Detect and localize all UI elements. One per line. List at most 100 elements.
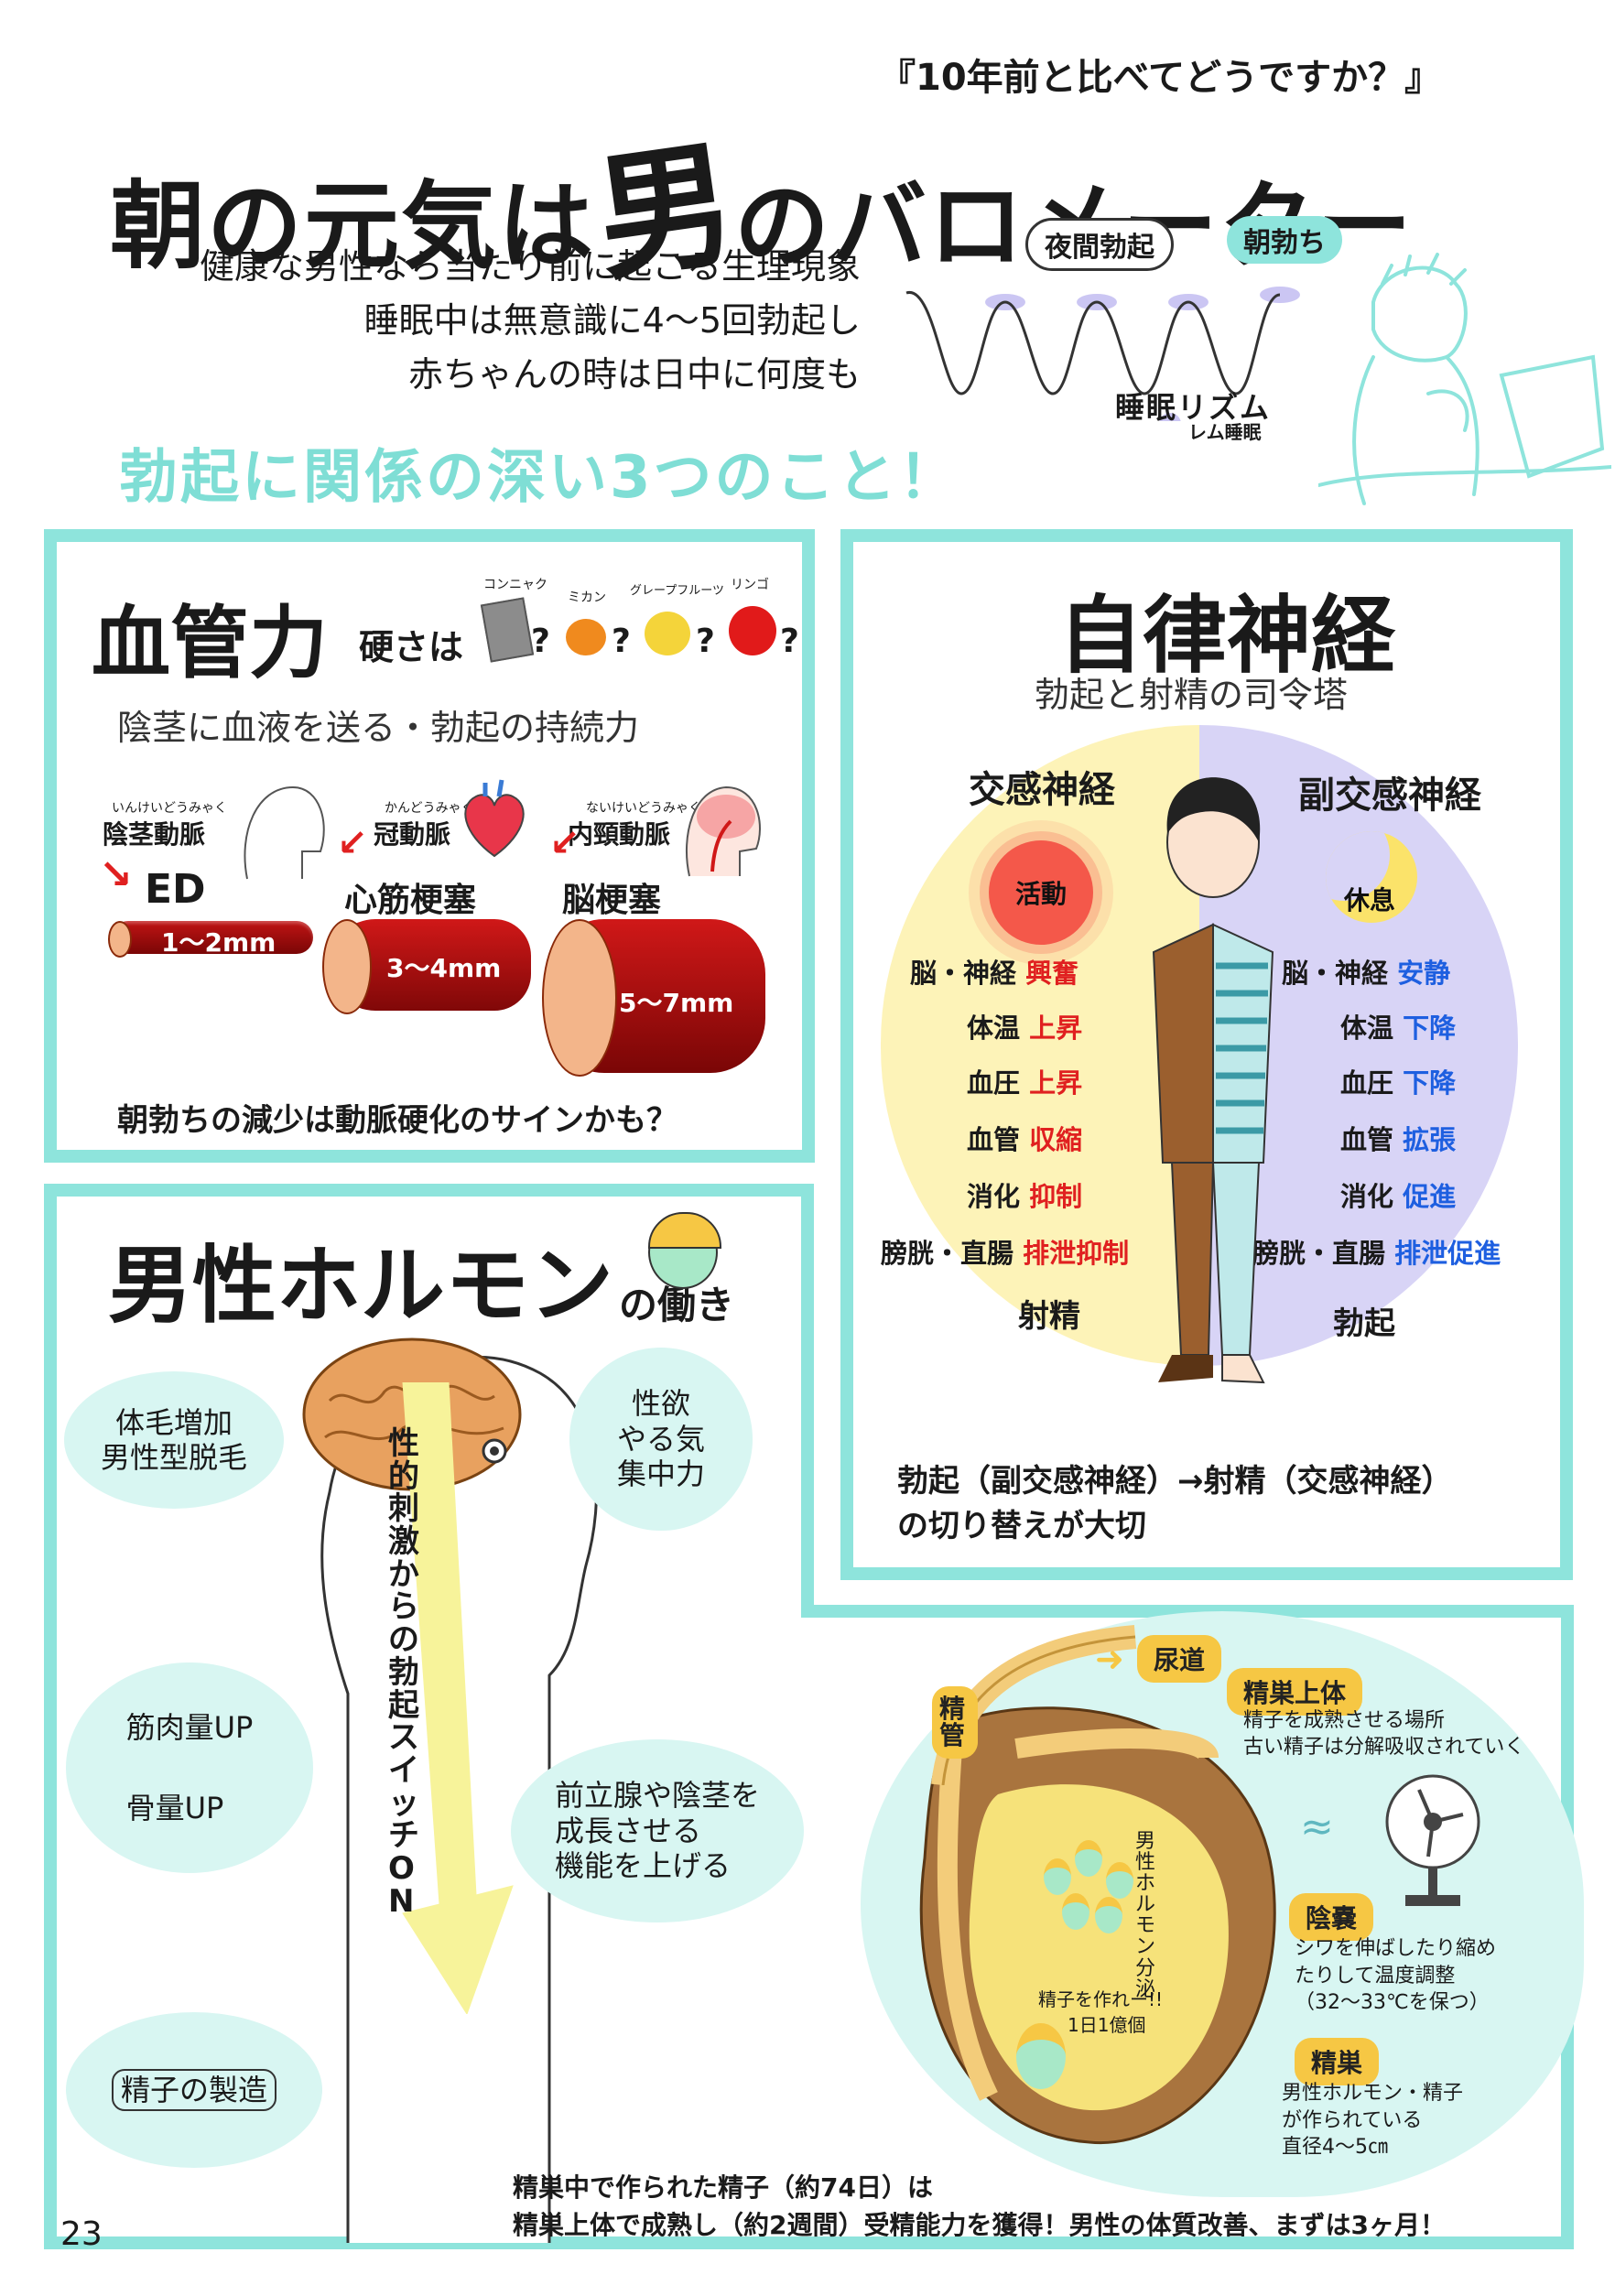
hormone-heading: 男性ホルモン xyxy=(108,1237,614,1335)
vessel-large-end xyxy=(542,919,617,1077)
blood-heading: 血管力 xyxy=(92,598,328,689)
bubble-desire: 性欲 やる気 集中力 xyxy=(569,1348,753,1531)
heart-icon xyxy=(464,779,525,858)
sleep-rhythm-label: 睡眠リズム xyxy=(1115,390,1272,425)
sym-row-6: 膀胱・直腸 排泄抑制 xyxy=(881,1238,1130,1269)
artery-heart-ruby: かんどうみゃく xyxy=(385,801,474,816)
muscle-line-2: 骨量UP xyxy=(125,1791,224,1825)
mascot-c xyxy=(1106,1862,1133,1899)
mikan-icon xyxy=(566,619,606,655)
urethra-arrow-icon: ➜ xyxy=(1095,1639,1124,1679)
para-row-3: 血圧 下降 xyxy=(1340,1067,1457,1099)
sym-row-4: 血管 収縮 xyxy=(967,1124,1083,1155)
hormone-mascot-icon xyxy=(648,1212,721,1289)
scrotum-desc: シワを伸ばしたり縮め たりして温度調整 （32〜33℃を保つ） xyxy=(1295,1935,1496,2017)
section-subtitle: 勃起に関係の深い3つのこと！ xyxy=(119,444,960,512)
epididymis-label: 精巣上体 xyxy=(1227,1668,1363,1716)
artery-ed-disease: ED xyxy=(145,866,206,913)
artery-brain-ruby: ないけいどうみゃく xyxy=(586,801,701,816)
intro-text: 健康な男性なら当たり前に起こる生理現象 睡眠中は無意識に4〜5回勃起し 赤ちゃん… xyxy=(82,240,861,402)
morning-erection-label: 朝勃ち xyxy=(1227,216,1342,264)
sleep-rhythm-illustration xyxy=(905,287,1300,421)
sperm-production-label: 精子の製造 xyxy=(111,2068,276,2112)
footer-line-1: 精巣中で作られた精子（約74日）は xyxy=(513,2172,933,2203)
sleep-wave xyxy=(905,291,1281,395)
artery-ed-ruby: いんけいどうみゃく xyxy=(112,801,227,816)
testis-desc-3: 直径4〜5㎝ xyxy=(1282,2136,1388,2160)
prostate-line-1: 前立腺や陰茎を xyxy=(554,1778,760,1814)
prostate-line-2: 成長させる xyxy=(554,1813,701,1848)
brain-head-icon xyxy=(686,785,761,877)
prostate-line-3: 機能を上げる xyxy=(554,1848,731,1884)
desire-line-1: 性欲 xyxy=(631,1386,690,1422)
split-outfit-man-illustration xyxy=(1152,777,1274,1384)
para-row-2: 体温 下降 xyxy=(1340,1013,1457,1044)
title-pre: 朝の元気は xyxy=(110,170,596,282)
epididymis-desc-1: 精子を成熟させる場所 xyxy=(1243,1709,1446,1732)
para-row-1: 脳・神経 安静 xyxy=(1282,958,1451,989)
para-result: 勃起 xyxy=(1333,1305,1395,1342)
testis-desc: 男性ホルモン・精子 が作られている 直径4〜5㎝ xyxy=(1282,2080,1463,2161)
arrow-brain-icon: ↙ xyxy=(549,822,580,864)
hormone-heading-sub: の働き xyxy=(619,1283,735,1327)
sympathetic-title: 交感神経 xyxy=(969,769,1115,811)
scrotum-desc-3: （32〜33℃を保つ） xyxy=(1295,1991,1490,2015)
mascot-cluster xyxy=(1044,1840,1144,1933)
hormone-secretion-text: 男性ホルモン分泌 xyxy=(1135,1830,1156,2001)
footer-text: 精巣中で作られた精子（約74日）は 精巣上体で成熟し（約2週間）受精能力を獲得！… xyxy=(513,2170,1446,2244)
daily-count-text: 1日1億個 xyxy=(1068,2014,1146,2036)
switch-text: 性的刺激からの勃起スイッチON xyxy=(388,1425,419,1920)
bubble-muscle: 筋肉量UP 骨量UP xyxy=(66,1662,313,1873)
arrow-heart-icon: ↙ xyxy=(337,822,368,864)
sym-result: 射精 xyxy=(1018,1298,1080,1335)
duct-label: 精管 xyxy=(932,1686,978,1759)
apple-icon xyxy=(729,606,776,655)
testis-desc-2: が作られている xyxy=(1282,2108,1423,2132)
switch-arrow-icon xyxy=(402,1382,514,2014)
page-number: 23 xyxy=(60,2215,103,2253)
apple-ruby: リンゴ xyxy=(731,578,769,592)
wind-icon: ≈ xyxy=(1300,1803,1334,1850)
scrotum-label: 陰嚢 xyxy=(1289,1893,1374,1941)
sleeping-man-illustration xyxy=(1318,253,1611,505)
blood-note: 朝勃ちの減少は動脈硬化のサインかも？ xyxy=(117,1102,677,1139)
vessel-small-end xyxy=(108,921,132,958)
hardness-comparison: コンニャク ? ミカン ? グレープフルーツ ? リンゴ ? xyxy=(476,575,815,676)
sym-row-5: 消化 抑制 xyxy=(967,1181,1083,1212)
mascot-d xyxy=(1062,1893,1089,1930)
konnyaku-ruby: コンニャク xyxy=(483,578,547,592)
mascot-a xyxy=(1044,1858,1071,1895)
testis-label: 精巣 xyxy=(1295,2038,1380,2085)
urethra-label: 尿道 xyxy=(1137,1635,1222,1683)
moon-icon: 休息 xyxy=(1326,831,1417,923)
sym-row-2: 体温 上昇 xyxy=(967,1013,1083,1044)
testis-desc-1: 男性ホルモン・精子 xyxy=(1282,2082,1464,2105)
grapefruit-icon xyxy=(645,612,690,655)
nerve-sub: 勃起と射精の司令塔 xyxy=(1035,675,1349,715)
intro-line-3: 赤ちゃんの時は日中に何度も xyxy=(407,353,861,395)
sym-row-3: 血圧 上昇 xyxy=(967,1067,1083,1099)
head-profile-icon xyxy=(244,785,325,880)
active-label: 活動 xyxy=(1014,879,1067,909)
mascot-e xyxy=(1095,1897,1122,1933)
vessel-small-size: 1〜2mm xyxy=(161,927,276,958)
artery-ed-name: 陰茎動脈 xyxy=(103,819,206,850)
hair-line-1: 体毛増加 xyxy=(114,1404,233,1440)
sun-icon: 活動 xyxy=(989,840,1093,945)
desire-line-2: やる気 xyxy=(616,1421,705,1457)
mikan-q: ? xyxy=(612,623,631,660)
artery-brain-name: 内頸動脈 xyxy=(568,819,671,850)
rem-sleep-label: レム睡眠 xyxy=(1188,421,1262,443)
apple-q: ? xyxy=(780,623,799,660)
nerve-note-line-2: の切り替えが大切 xyxy=(897,1508,1146,1545)
konnyaku-q: ? xyxy=(531,623,550,660)
bubble-sperm: 精子の製造 xyxy=(66,2012,322,2168)
grapefruit-q: ? xyxy=(696,623,715,660)
para-row-6: 膀胱・直腸 排泄促進 xyxy=(1252,1238,1501,1269)
intro-line-1: 健康な男性なら当たり前に起こる生理現象 xyxy=(199,246,861,287)
vessel-large-size: 5〜7mm xyxy=(619,988,734,1018)
hair-line-2: 男性型脱毛 xyxy=(100,1440,247,1475)
mascot-b xyxy=(1075,1840,1102,1877)
header-quote: 『10年前と比べてどうですか？』 xyxy=(879,57,1442,99)
